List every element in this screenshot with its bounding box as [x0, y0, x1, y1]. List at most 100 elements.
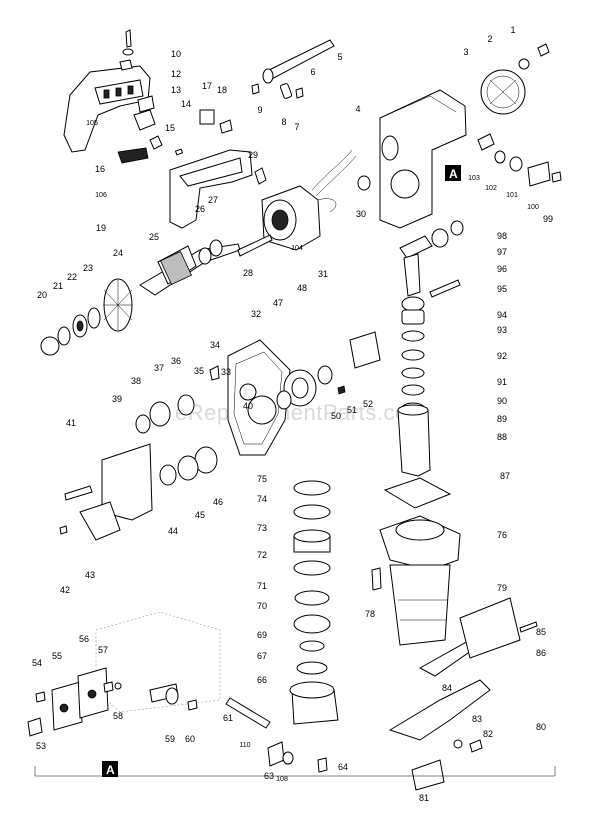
part-label-103: 103 — [468, 175, 480, 182]
part-label-96: 96 — [497, 264, 507, 274]
part-label-8: 8 — [281, 117, 286, 127]
svg-text:A: A — [106, 763, 115, 777]
svg-text:A: A — [449, 167, 458, 181]
part-label-22: 22 — [67, 272, 77, 282]
part-label-54: 54 — [32, 658, 42, 668]
part-label-15: 15 — [165, 123, 175, 133]
part-label-91: 91 — [497, 377, 507, 387]
part-label-41: 41 — [66, 418, 76, 428]
part-label-104: 104 — [291, 245, 303, 252]
part-label-17: 17 — [202, 81, 212, 91]
part-label-56: 56 — [79, 634, 89, 644]
part-label-26: 26 — [195, 204, 205, 214]
part-label-45: 45 — [195, 510, 205, 520]
part-label-69: 69 — [257, 630, 267, 640]
part-label-32: 32 — [251, 309, 261, 319]
part-label-46: 46 — [213, 497, 223, 507]
part-label-84: 84 — [442, 683, 452, 693]
part-label-97: 97 — [497, 247, 507, 257]
part-label-7: 7 — [294, 122, 299, 132]
part-label-92: 92 — [497, 351, 507, 361]
part-label-25: 25 — [149, 232, 159, 242]
stator-group — [261, 149, 357, 251]
part-label-35: 35 — [194, 366, 204, 376]
part-label-57: 57 — [98, 645, 108, 655]
part-label-27: 27 — [208, 195, 218, 205]
part-label-13: 13 — [171, 85, 181, 95]
part-label-66: 66 — [257, 675, 267, 685]
section-a-box-top — [445, 165, 461, 181]
part-label-43: 43 — [85, 570, 95, 580]
part-label-10: 10 — [171, 49, 181, 59]
part-label-18: 18 — [217, 85, 227, 95]
part-label-48: 48 — [297, 283, 307, 293]
part-label-9: 9 — [257, 105, 262, 115]
gear-housing-group — [135, 331, 381, 486]
bolt-top-group — [251, 39, 335, 99]
part-label-20: 20 — [37, 290, 47, 300]
part-label-29: 29 — [248, 150, 258, 160]
part-label-79: 79 — [497, 583, 507, 593]
part-label-78: 78 — [365, 609, 375, 619]
part-label-1: 1 — [510, 25, 515, 35]
part-label-108: 108 — [276, 776, 288, 783]
side-handle-group — [169, 149, 267, 229]
part-label-4: 4 — [355, 104, 360, 114]
part-label-5: 5 — [337, 52, 342, 62]
armature-group — [40, 234, 273, 356]
part-label-100: 100 — [527, 204, 539, 211]
part-label-36: 36 — [171, 356, 181, 366]
part-label-73: 73 — [257, 523, 267, 533]
part-label-40: 40 — [243, 401, 253, 411]
rear-handle-group — [63, 29, 233, 164]
crank-housing-group: A — [357, 43, 562, 229]
part-label-95: 95 — [497, 284, 507, 294]
part-label-101: 101 — [506, 192, 518, 199]
part-label-44: 44 — [168, 526, 178, 536]
part-label-63: 63 — [264, 771, 274, 781]
part-label-34: 34 — [210, 340, 220, 350]
part-label-99: 99 — [543, 214, 553, 224]
part-label-72: 72 — [257, 550, 267, 560]
part-label-60: 60 — [185, 734, 195, 744]
part-label-30: 30 — [356, 209, 366, 219]
part-label-12: 12 — [171, 69, 181, 79]
part-label-28: 28 — [243, 268, 253, 278]
part-label-51: 51 — [347, 405, 357, 415]
part-label-53: 53 — [36, 741, 46, 751]
part-label-14: 14 — [181, 99, 191, 109]
part-label-23: 23 — [83, 263, 93, 273]
front-handle-group — [388, 597, 538, 791]
section-a-box-bottom — [102, 761, 118, 777]
part-label-33: 33 — [221, 367, 231, 377]
part-label-76: 76 — [497, 530, 507, 540]
part-label-64: 64 — [338, 762, 348, 772]
part-label-24: 24 — [113, 248, 123, 258]
part-label-50: 50 — [331, 411, 341, 421]
section-a-detail: A — [27, 611, 556, 777]
barrel-group — [371, 477, 461, 646]
tool-holder-group — [225, 480, 339, 773]
part-label-85: 85 — [536, 627, 546, 637]
part-label-42: 42 — [60, 585, 70, 595]
part-label-105: 105 — [86, 120, 98, 127]
part-label-88: 88 — [497, 432, 507, 442]
part-label-3: 3 — [463, 47, 468, 57]
part-label-39: 39 — [112, 394, 122, 404]
part-label-75: 75 — [257, 474, 267, 484]
part-label-6: 6 — [310, 67, 315, 77]
part-label-61: 61 — [223, 713, 233, 723]
part-label-16: 16 — [95, 164, 105, 174]
part-label-2: 2 — [487, 34, 492, 44]
part-label-67: 67 — [257, 651, 267, 661]
connecting-rod-group — [397, 220, 464, 477]
cover-plate-group — [59, 443, 153, 541]
part-label-89: 89 — [497, 414, 507, 424]
part-label-98: 98 — [497, 231, 507, 241]
part-label-47: 47 — [273, 298, 283, 308]
part-label-55: 55 — [52, 651, 62, 661]
part-label-94: 94 — [497, 310, 507, 320]
part-label-37: 37 — [154, 363, 164, 373]
